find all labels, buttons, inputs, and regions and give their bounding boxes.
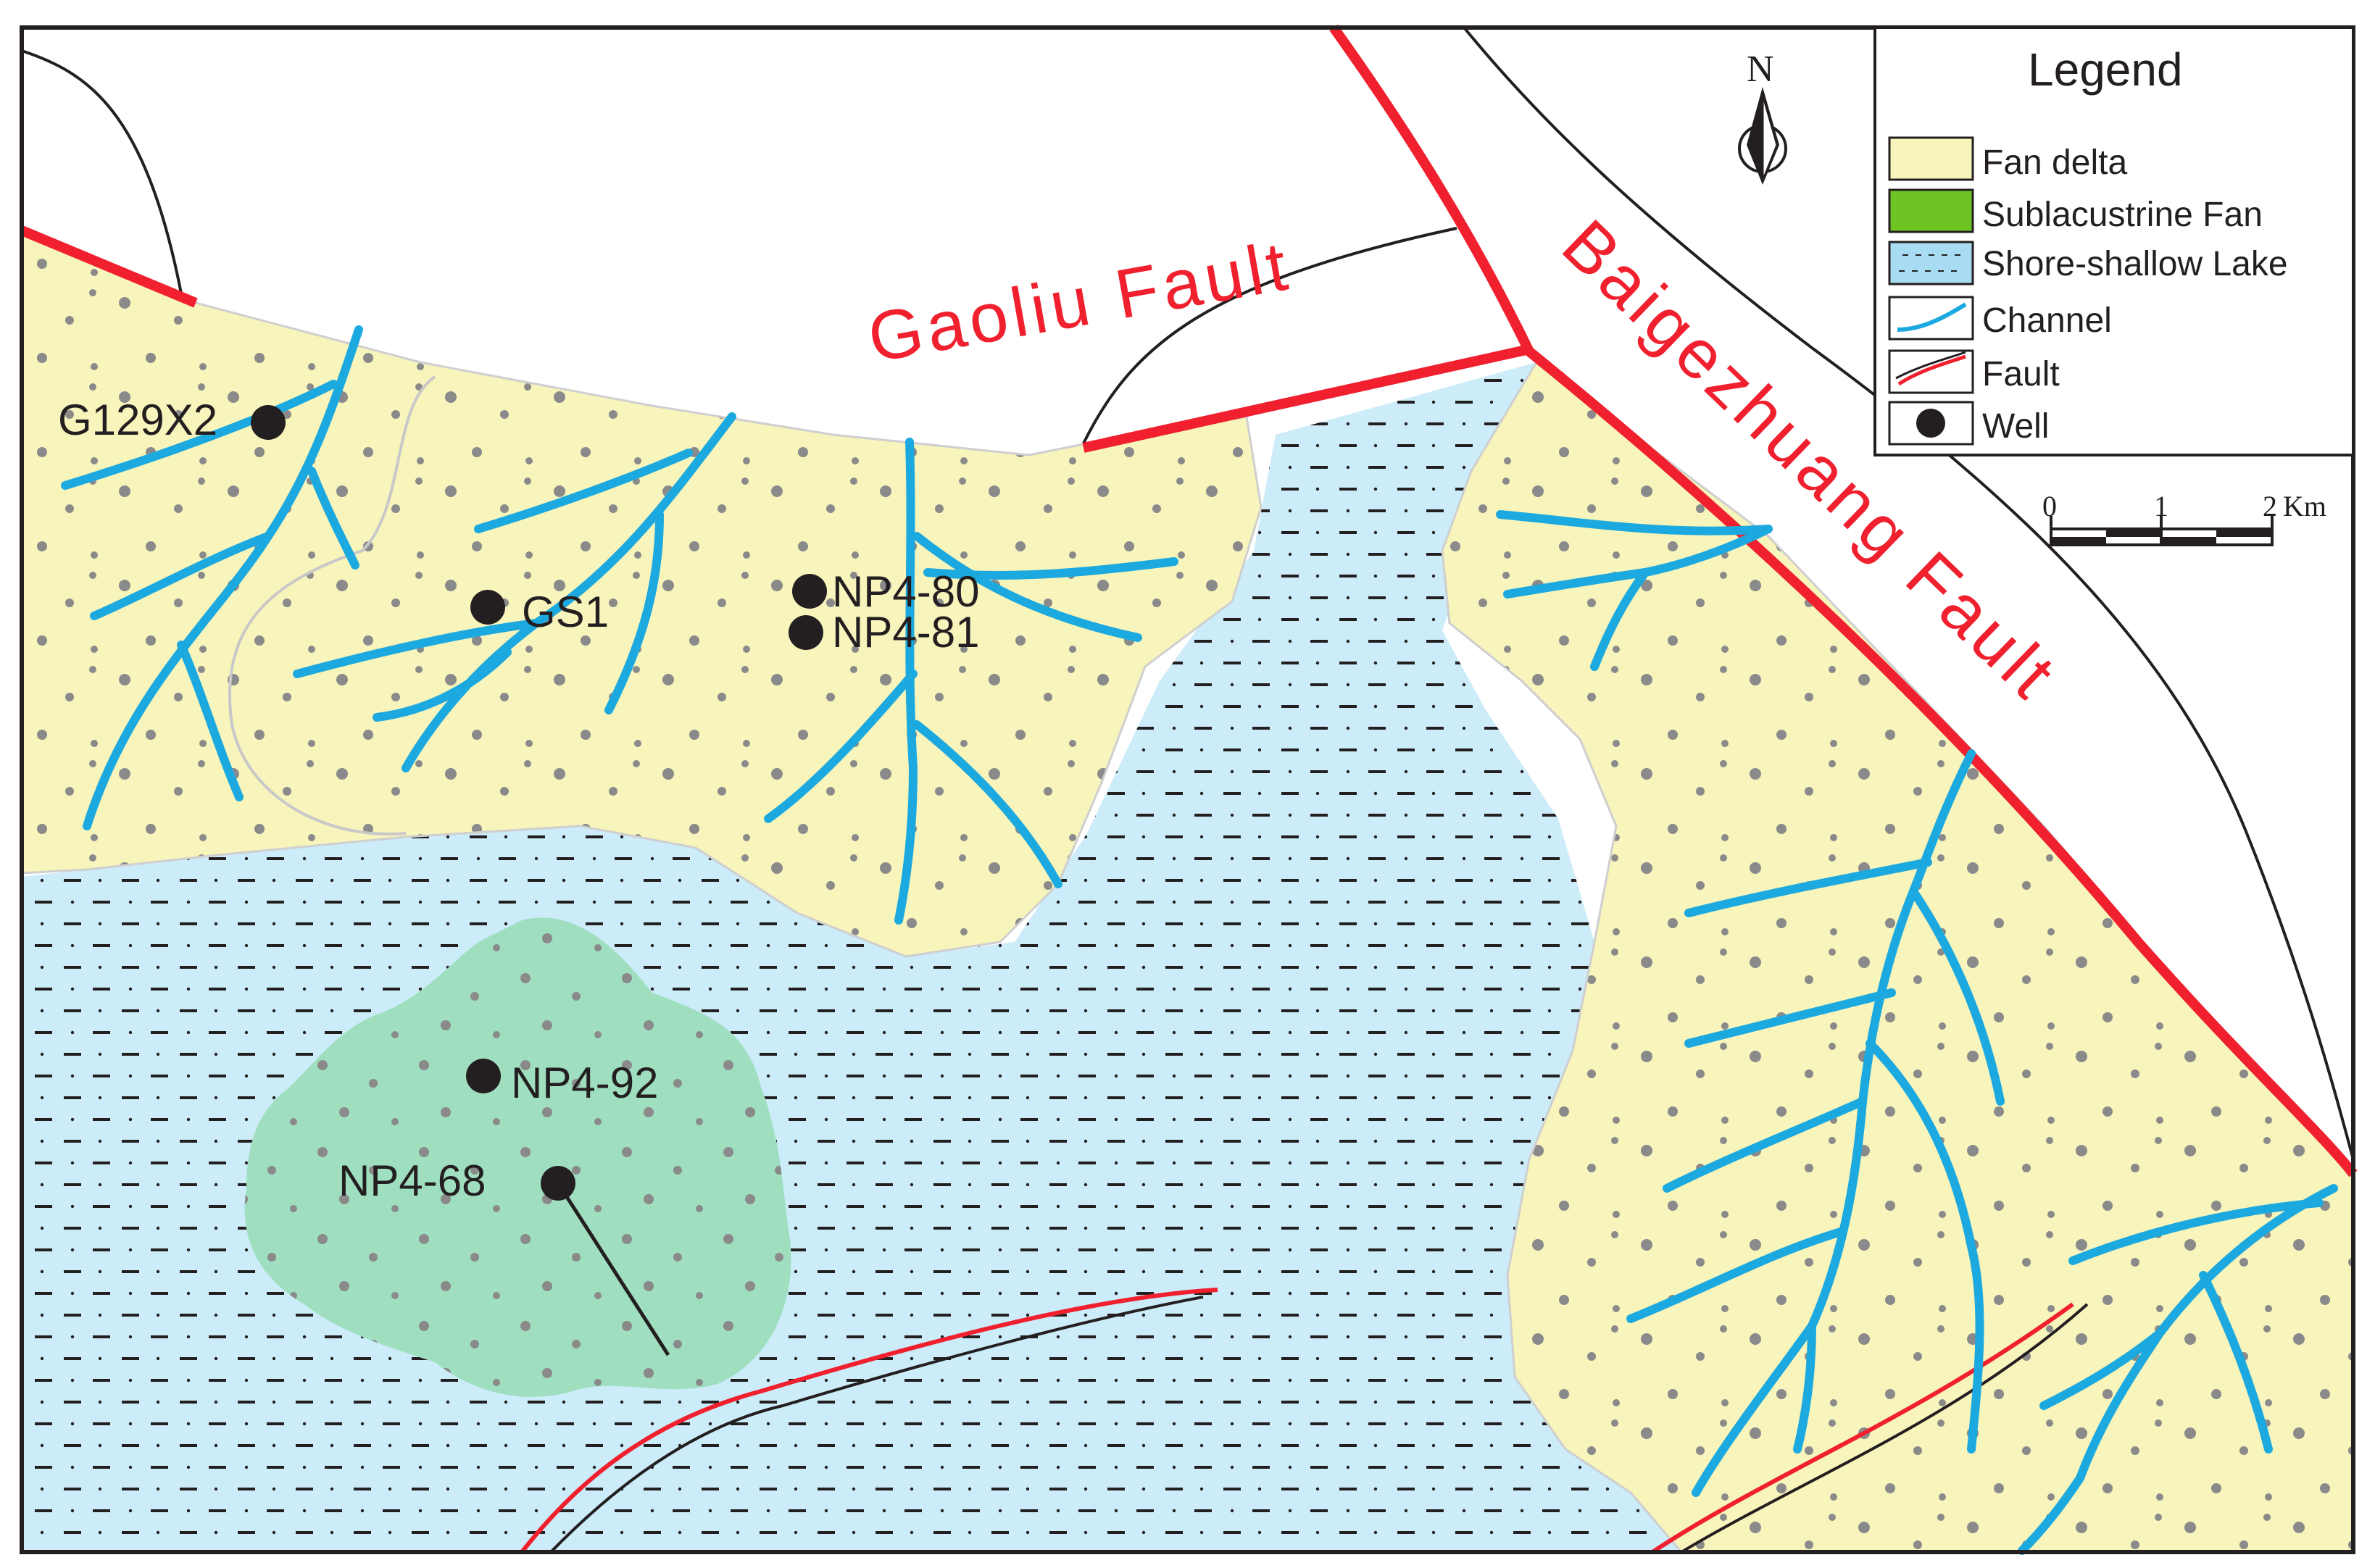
well-label: NP4-92 (511, 1059, 658, 1107)
well-marker (466, 1059, 501, 1093)
north-arrow: N (1738, 49, 1787, 185)
scale-bar-segment (2106, 529, 2161, 537)
channel (402, 412, 736, 772)
fault-icon (1897, 354, 1966, 386)
gaoliu-fault-west-line (20, 225, 198, 308)
channel (1793, 1322, 1816, 1454)
scale-bar-segment (2051, 537, 2106, 545)
well-label: GS1 (522, 588, 609, 636)
minor-fault-south-red (520, 1288, 1218, 1554)
channel (1866, 1039, 1984, 1454)
well-np4-81[interactable]: NP4-81 (789, 608, 979, 656)
northwest-fault-block-outline (21, 49, 183, 294)
channel (2039, 1329, 2164, 1410)
channel-icon (1897, 302, 1967, 332)
channel (1684, 858, 1932, 917)
well-label: NP4-68 (338, 1156, 486, 1205)
well-gs1[interactable]: GS1 (470, 588, 609, 636)
channel (1503, 568, 1650, 599)
fan-lobe-outline (228, 375, 436, 836)
well-np4-80[interactable]: NP4-80 (792, 567, 979, 616)
channel (90, 532, 273, 620)
well-label: G129X2 (58, 396, 217, 444)
scale-unit-label: Km (2283, 490, 2326, 522)
well-label: NP4-80 (832, 567, 979, 616)
legend-swatch-fan-delta (1888, 136, 1974, 181)
channel (1684, 988, 1896, 1048)
channel (2018, 1184, 2338, 1555)
channel (1663, 1097, 1867, 1193)
baigezhuang-fault-line (1329, 24, 2358, 1177)
fault-icon (1895, 351, 1966, 380)
scale-bar-segment (2161, 537, 2216, 545)
scale-bar: 0 1 2 Km (2042, 490, 2326, 546)
scale-tick-label: 2 (2263, 490, 2277, 522)
channel (373, 648, 512, 722)
central-fault-block-outline (1082, 227, 1457, 444)
gaoliu-fault-east-line (1082, 344, 1531, 453)
well-marker (792, 574, 827, 609)
legend-label: Well (1982, 407, 2049, 446)
legend-swatch-channel (1888, 296, 1974, 341)
channel (923, 557, 1178, 580)
channel (2199, 1271, 2273, 1454)
well-marker (789, 615, 823, 650)
channel (177, 641, 244, 801)
well-np4-68[interactable]: NP4-68 (338, 1156, 670, 1356)
channel (912, 720, 1062, 888)
sublacustrine-fan-area (244, 917, 791, 1397)
map-frame (20, 25, 2355, 1554)
scale-tick-label: 0 (2042, 490, 2057, 522)
channel (764, 670, 918, 823)
channel (2068, 1198, 2324, 1265)
legend-label: Fault (1982, 355, 2060, 393)
channel (1496, 510, 1773, 535)
channel-network (61, 325, 2338, 1555)
channel (912, 532, 1142, 642)
channel (474, 449, 693, 533)
well-marker (470, 590, 505, 625)
well-label: NP4-81 (832, 608, 979, 656)
channel (1626, 1227, 1845, 1323)
compass-half-icon (1761, 93, 1779, 182)
well-icon (1916, 409, 1945, 438)
well-np4-92[interactable]: NP4-92 (466, 1059, 658, 1107)
well-marker (251, 405, 286, 440)
legend-label: Fan delta (1982, 143, 2127, 182)
channel (83, 325, 363, 830)
scale-tick-label: 1 (2154, 490, 2168, 522)
legend-title: Legend (2028, 43, 2183, 96)
legend-swatch-sublacustrine-fan (1888, 188, 1974, 233)
north-icon-label: N (1747, 49, 1774, 90)
minor-fault-east-black (1680, 1303, 2089, 1554)
baigezhuang-footwall-outline (1463, 26, 2355, 1160)
channel (894, 438, 918, 925)
legend-label: Sublacustrine Fan (1982, 196, 2263, 234)
well-marker (541, 1166, 575, 1201)
channel (293, 619, 541, 678)
minor-fault-east-red (1651, 1302, 2074, 1554)
channel (61, 380, 338, 490)
well-trajectory (556, 1182, 670, 1356)
legend-label: Channel (1982, 301, 2112, 340)
legend: Legend Fan delta Sublacustrine Fan Shore… (1873, 26, 2355, 456)
channel (307, 467, 359, 570)
well-g129x2[interactable]: G129X2 (58, 396, 286, 444)
channel (1909, 887, 2005, 1106)
scale-bar-segment (2216, 529, 2272, 537)
legend-swatch-shore-shallow-lake (1888, 241, 1974, 285)
legend-label: Shore-shallow Lake (1982, 245, 2288, 283)
minor-fault-south-black (549, 1296, 1204, 1554)
channel (604, 510, 664, 714)
